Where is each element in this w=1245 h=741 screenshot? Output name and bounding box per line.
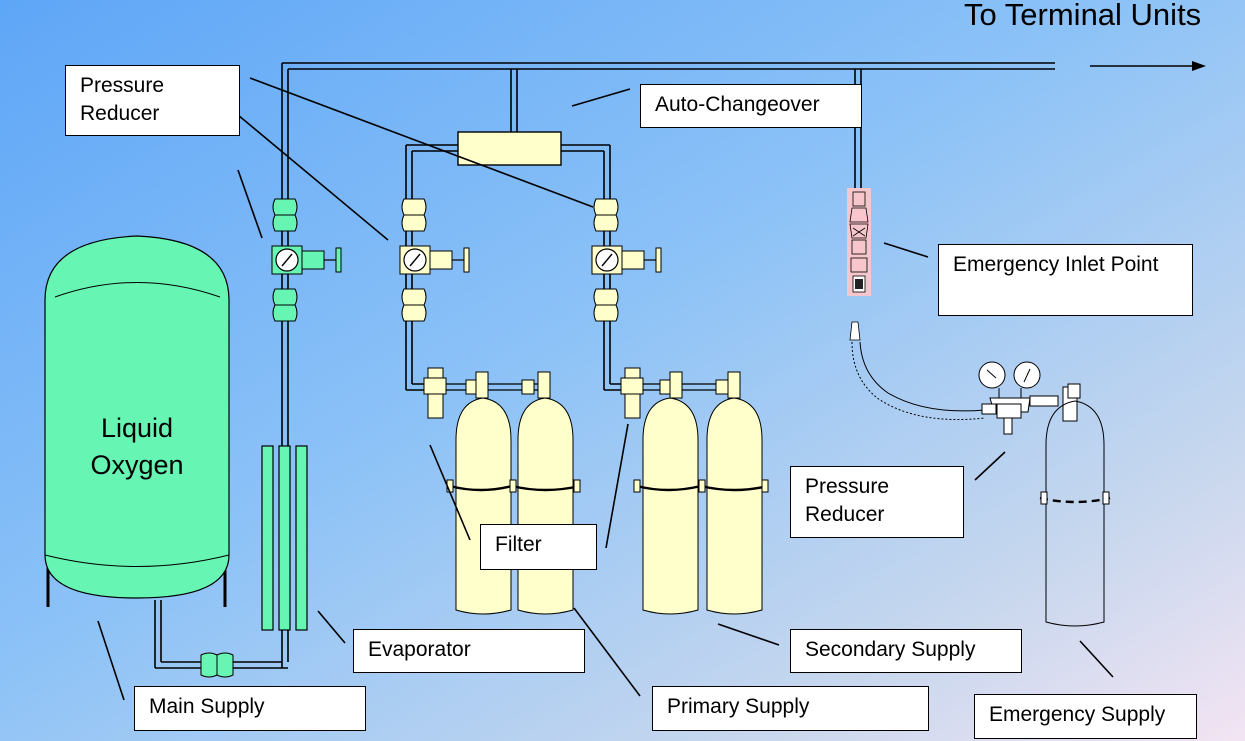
secondary-cylinders: [642, 397, 763, 615]
emergency-supply-label: Emergency Supply: [974, 694, 1197, 739]
primary-pressure-reducer: [399, 198, 470, 322]
pressure-reducer-label-right: Pressure Reducer: [790, 466, 964, 538]
main-supply-valve: [200, 652, 234, 678]
page-title: To Terminal Units: [964, 0, 1202, 32]
pressure-reducer-label-top: Pressure Reducer: [65, 65, 240, 136]
filter-label: Filter: [480, 524, 597, 570]
evaporator-label: Evaporator: [353, 629, 585, 673]
secondary-supply-label: Secondary Supply: [790, 629, 1022, 673]
primary-manifold: [423, 367, 551, 419]
secondary-manifold: [620, 367, 741, 419]
emergency-cylinder: [1039, 383, 1111, 627]
evaporator-unit: [261, 445, 308, 631]
emergency-inlet-label: Emergency Inlet Point: [938, 244, 1193, 316]
liquid-oxygen-label: Liquid Oxygen: [90, 413, 184, 480]
liquid-oxygen-tank: [44, 235, 230, 607]
leader-lines: [97, 77, 1114, 701]
emergency-hose: [849, 321, 986, 420]
auto-changeover-label: Auto-Changeover: [640, 84, 862, 128]
secondary-cylinder-strap: [633, 479, 769, 493]
secondary-pressure-reducer: [591, 198, 662, 322]
emergency-inlet-fitting: [847, 188, 871, 296]
primary-supply-label: Primary Supply: [652, 686, 929, 731]
main-supply-label: Main Supply: [134, 686, 366, 731]
main-pressure-reducer: [271, 198, 342, 322]
arrow-to-terminal-units: [1090, 61, 1206, 71]
